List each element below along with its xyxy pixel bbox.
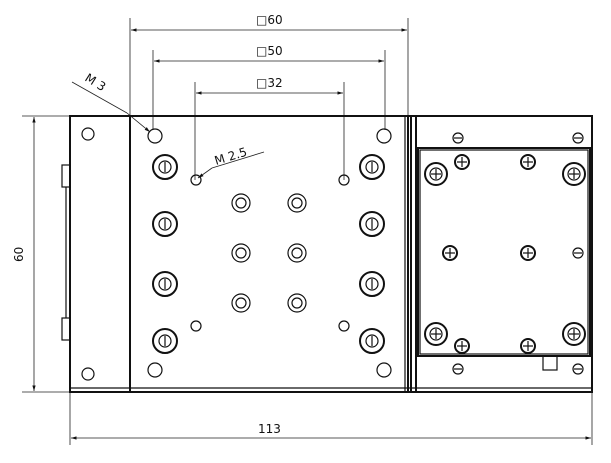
callout-m25: M 2.5	[213, 145, 249, 168]
dim-length-113: 113	[258, 422, 281, 436]
counterbore-screws	[152, 154, 385, 354]
motor-screws	[424, 132, 586, 375]
stage-body	[61, 115, 593, 393]
dim-square-32: □32	[256, 76, 283, 90]
corner-holes	[81, 127, 392, 381]
center-holes	[231, 193, 307, 313]
dimension-lines	[22, 18, 593, 445]
callout-m3: M 3	[82, 71, 108, 94]
dim-square-60: □60	[256, 13, 283, 27]
dim-height-60: 60	[12, 247, 26, 262]
dim-square-50: □50	[256, 44, 283, 58]
